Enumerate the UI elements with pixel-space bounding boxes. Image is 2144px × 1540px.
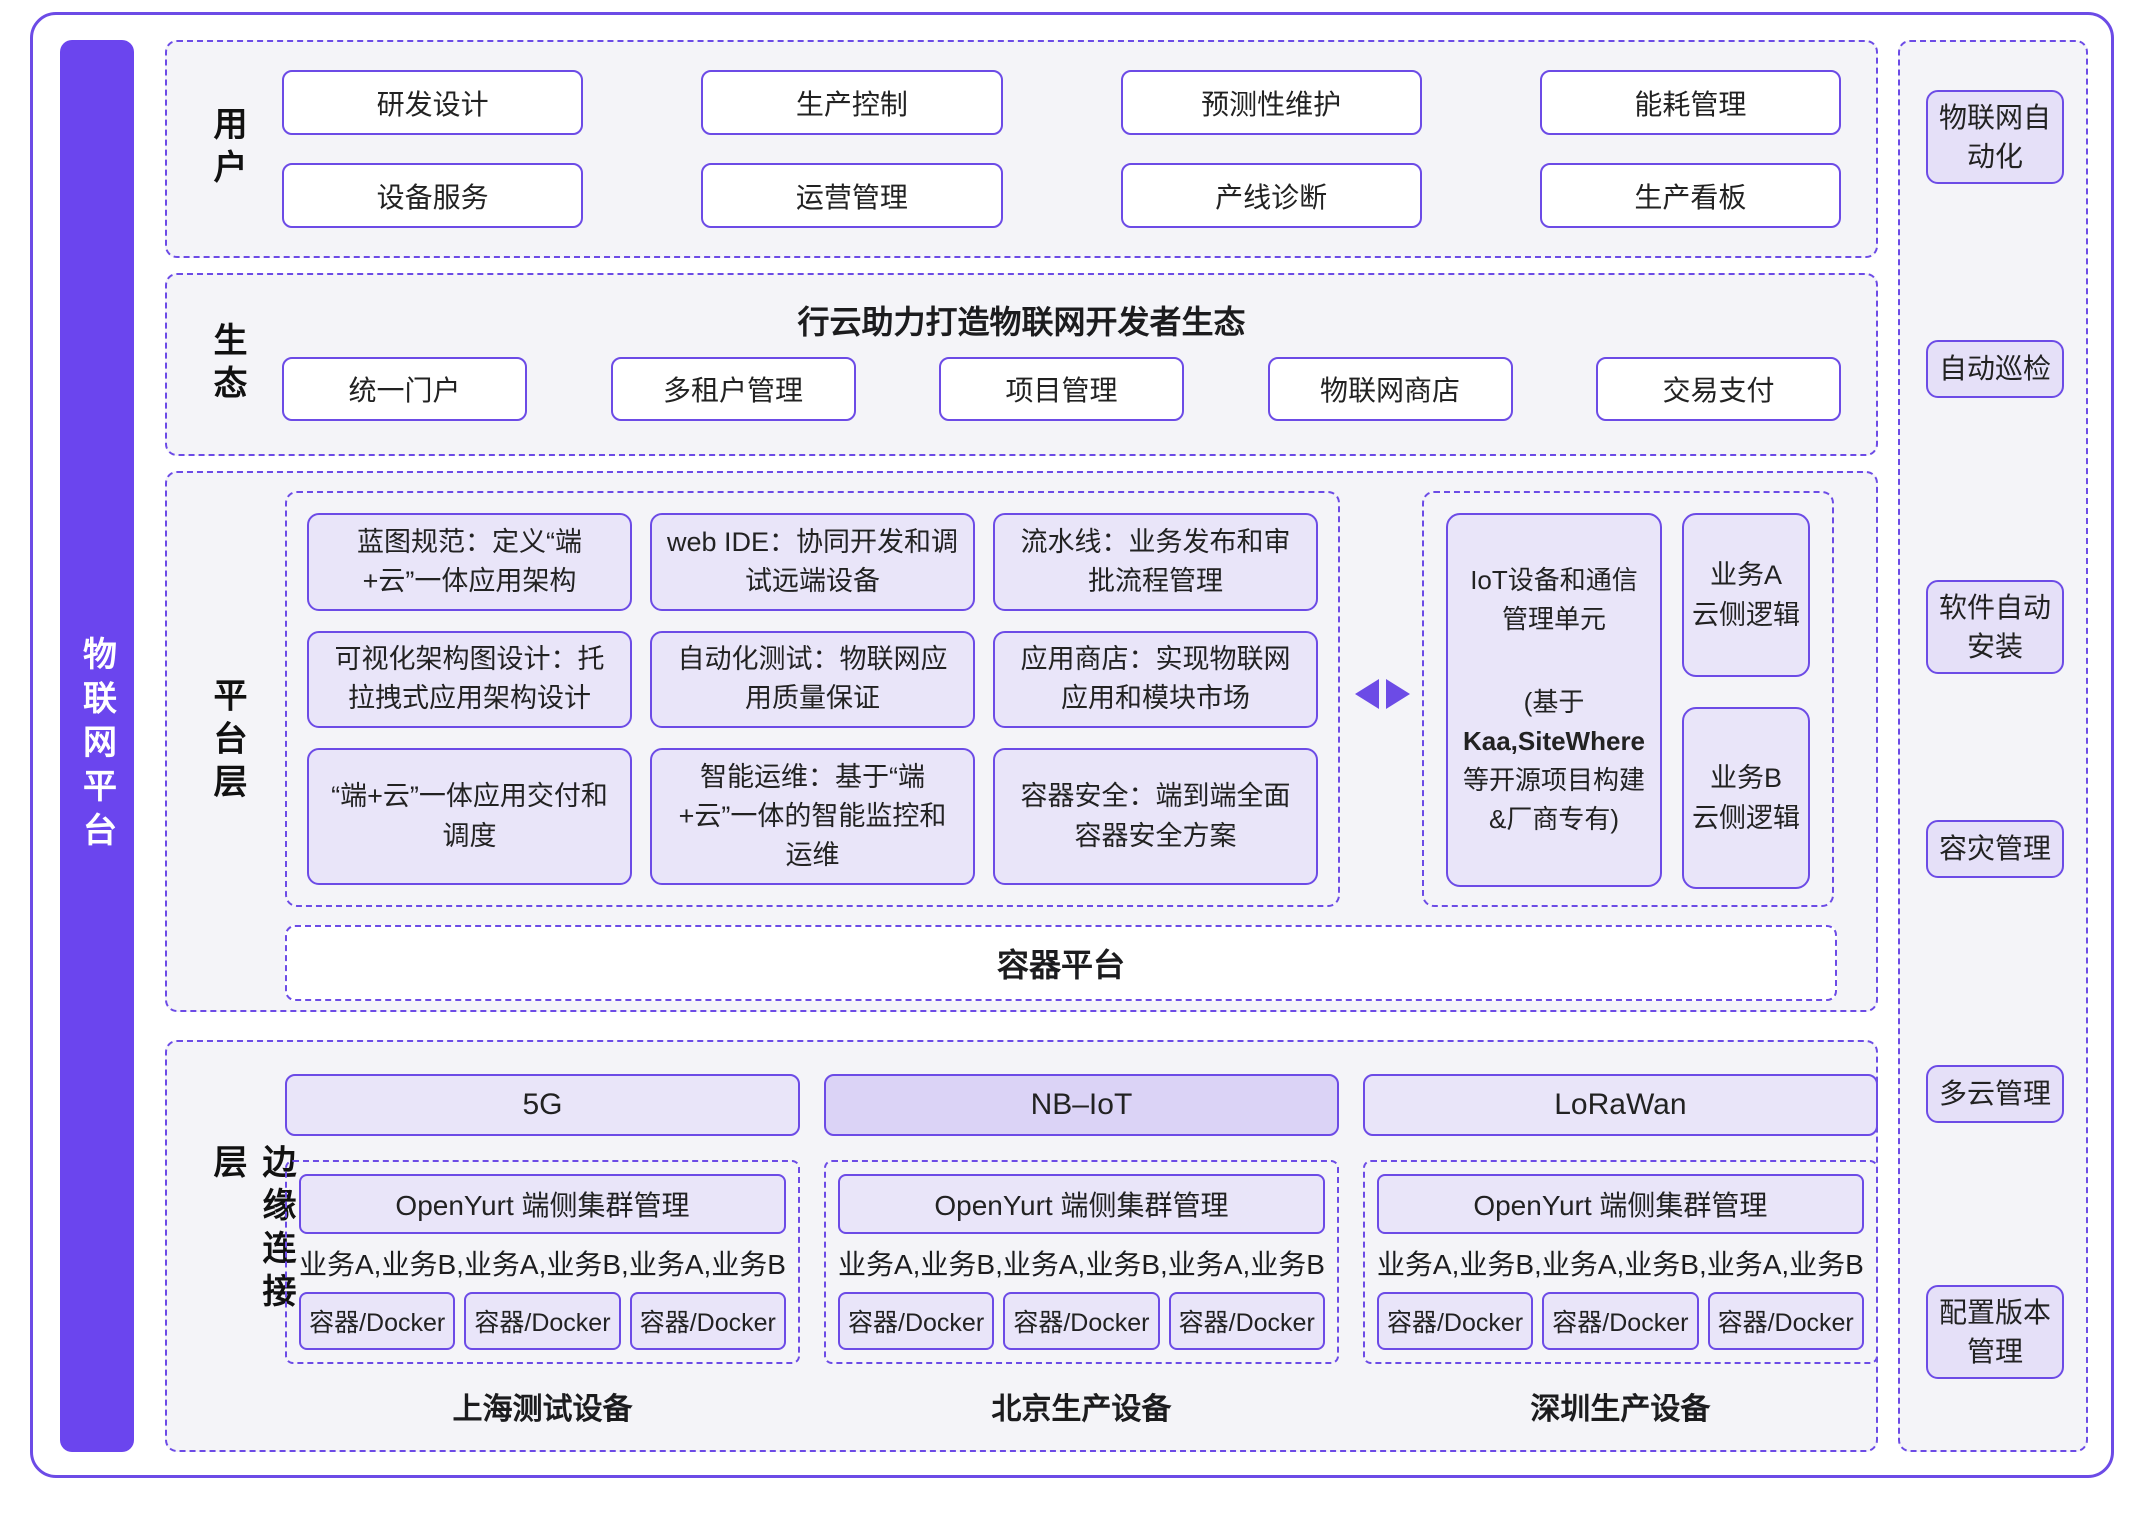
docker-row: 容器/Docker 容器/Docker 容器/Docker bbox=[837, 1292, 1325, 1350]
business-a-desc: 云侧逻辑 bbox=[1692, 600, 1800, 630]
rail-box-multi-cloud: 多云管理 bbox=[1926, 1065, 2064, 1123]
user-box-line-diagnosis: 产线诊断 bbox=[1120, 163, 1422, 228]
iot-unit-sub-line1: (基于 bbox=[1523, 687, 1585, 717]
left-triangle-icon bbox=[1355, 679, 1379, 709]
user-box-predictive-maintenance: 预测性维护 bbox=[1120, 70, 1422, 135]
network-bar-nbiot: NB–IoT bbox=[823, 1074, 1339, 1136]
cluster-box-beijing: OpenYurt 端侧集群管理 业务A,业务B,业务A,业务B,业务A,业务B … bbox=[823, 1160, 1339, 1364]
section-users: 用户 研发设计 生产控制 预测性维护 能耗管理 设备服务 运营管理 产线诊断 生… bbox=[165, 40, 1878, 258]
services-line: 业务A,业务B,业务A,业务B,业务A,业务B bbox=[837, 1249, 1325, 1280]
container-platform-bar: 容器平台 bbox=[285, 925, 1837, 1001]
openyurt-manager-bar: OpenYurt 端侧集群管理 bbox=[1376, 1174, 1864, 1234]
section-ecosystem-label: 生态 bbox=[208, 321, 246, 408]
docker-box: 容器/Docker bbox=[464, 1292, 621, 1350]
section-platform-label: 平台层 bbox=[208, 677, 246, 806]
services-line: 业务A,业务B,业务A,业务B,业务A,业务B bbox=[1376, 1249, 1864, 1280]
capability-intelligent-ops: 智能运维：基于“端+云”一体的智能监控和运维 bbox=[650, 748, 975, 885]
rail-box-auto-inspection: 自动巡检 bbox=[1926, 340, 2064, 398]
eco-box-unified-portal: 统一门户 bbox=[282, 357, 527, 421]
iot-device-comm-unit: IoT设备和通信管理单元 (基于 Kaa,SiteWhere 等开源项目构建 &… bbox=[1446, 513, 1662, 887]
network-bar-lorawan: LoRaWan bbox=[1362, 1074, 1878, 1136]
user-box-device-service: 设备服务 bbox=[282, 163, 584, 228]
iot-unit-sub-line3: &厂商专有) bbox=[1488, 804, 1619, 834]
device-label-shenzhen: 深圳生产设备 bbox=[1530, 1393, 1711, 1426]
rail-box-auto-software-install: 软件自动安装 bbox=[1926, 580, 2064, 674]
user-box-energy-management: 能耗管理 bbox=[1539, 70, 1841, 135]
business-b-desc: 云侧逻辑 bbox=[1692, 803, 1800, 833]
eco-box-trade-payment: 交易支付 bbox=[1596, 357, 1841, 421]
cluster-box-shanghai: OpenYurt 端侧集群管理 业务A,业务B,业务A,业务B,业务A,业务B … bbox=[285, 1160, 800, 1364]
user-box-production-dashboard: 生产看板 bbox=[1539, 163, 1841, 228]
docker-box: 容器/Docker bbox=[629, 1292, 786, 1350]
docker-row: 容器/Docker 容器/Docker 容器/Docker bbox=[1376, 1292, 1864, 1350]
eco-box-iot-store: 物联网商店 bbox=[1267, 357, 1513, 421]
capability-auto-test: 自动化测试：物联网应用质量保证 bbox=[650, 630, 975, 729]
network-bar-5g: 5G bbox=[285, 1074, 800, 1136]
openyurt-manager-bar: OpenYurt 端侧集群管理 bbox=[837, 1174, 1325, 1234]
iot-unit-title: IoT设备和通信管理单元 bbox=[1470, 565, 1638, 634]
right-rail: 物联网自动化 自动巡检 软件自动安装 容灾管理 多云管理 配置版本管理 bbox=[1898, 40, 2088, 1452]
device-label-beijing: 北京生产设备 bbox=[991, 1393, 1172, 1426]
section-users-label: 用户 bbox=[208, 106, 246, 192]
capability-blueprint: 蓝图规范：定义“端+云”一体应用架构 bbox=[307, 513, 632, 611]
platform-capabilities-group: 蓝图规范：定义“端+云”一体应用架构 web IDE：协同开发和调试远端设备 流… bbox=[285, 491, 1340, 907]
user-box-operation-management: 运营管理 bbox=[701, 163, 1003, 228]
docker-box: 容器/Docker bbox=[1003, 1292, 1160, 1350]
outer-frame bbox=[30, 12, 2114, 1478]
docker-box: 容器/Docker bbox=[299, 1292, 456, 1350]
device-label-shanghai: 上海测试设备 bbox=[452, 1393, 633, 1426]
docker-row: 容器/Docker 容器/Docker 容器/Docker bbox=[299, 1292, 786, 1350]
docker-box: 容器/Docker bbox=[1707, 1292, 1864, 1350]
ecosystem-title: 行云助力打造物联网开发者生态 bbox=[797, 304, 1246, 340]
docker-box: 容器/Docker bbox=[1376, 1292, 1534, 1350]
docker-box: 容器/Docker bbox=[1542, 1292, 1699, 1350]
eco-box-multi-tenant: 多租户管理 bbox=[610, 357, 856, 421]
section-edge-label: 边缘连接层 bbox=[208, 1144, 295, 1316]
edge-cluster-shanghai: 5G OpenYurt 端侧集群管理 业务A,业务B,业务A,业务B,业务A,业… bbox=[285, 1074, 800, 1428]
ecosystem-row: 统一门户 多租户管理 项目管理 物联网商店 交易支付 bbox=[282, 357, 1841, 421]
iot-unit-sub-line2: 等开源项目构建 bbox=[1462, 765, 1645, 795]
edge-cluster-shenzhen: LoRaWan OpenYurt 端侧集群管理 业务A,业务B,业务A,业务B,… bbox=[1362, 1074, 1878, 1428]
business-a-cloud-logic: 业务A 云侧逻辑 bbox=[1682, 513, 1810, 677]
cluster-box-shenzhen: OpenYurt 端侧集群管理 业务A,业务B,业务A,业务B,业务A,业务B … bbox=[1362, 1160, 1878, 1364]
users-grid: 研发设计 生产控制 预测性维护 能耗管理 设备服务 运营管理 产线诊断 生产看板 bbox=[282, 70, 1841, 228]
rail-box-iot-automation: 物联网自动化 bbox=[1926, 90, 2064, 184]
user-box-production-control: 生产控制 bbox=[701, 70, 1003, 135]
bidirectional-arrows-icon bbox=[1355, 679, 1410, 709]
user-box-rd-design: 研发设计 bbox=[282, 70, 584, 135]
iot-unit-open-source-names: Kaa,SiteWhere bbox=[1462, 726, 1646, 756]
eco-box-project-management: 项目管理 bbox=[939, 357, 1184, 421]
section-ecosystem: 生态 行云助力打造物联网开发者生态 统一门户 多租户管理 项目管理 物联网商店 … bbox=[165, 273, 1878, 456]
section-platform-layer: 平台层 蓝图规范：定义“端+云”一体应用架构 web IDE：协同开发和调试远端… bbox=[165, 471, 1878, 1012]
rail-box-config-version: 配置版本管理 bbox=[1926, 1285, 2064, 1379]
business-b-cloud-logic: 业务B 云侧逻辑 bbox=[1682, 707, 1810, 889]
capability-pipeline: 流水线：业务发布和审批流程管理 bbox=[993, 513, 1318, 611]
capability-delivery-scheduling: “端+云”一体应用交付和调度 bbox=[307, 748, 632, 885]
capability-visual-architecture: 可视化架构图设计：托拉拽式应用架构设计 bbox=[307, 630, 632, 729]
sidebar-title: 物联网平台 bbox=[77, 636, 116, 856]
docker-box: 容器/Docker bbox=[837, 1292, 995, 1350]
section-edge-layer: 边缘连接层 5G OpenYurt 端侧集群管理 业务A,业务B,业务A,业务B… bbox=[165, 1040, 1878, 1452]
capability-web-ide: web IDE：协同开发和调试远端设备 bbox=[650, 513, 975, 611]
rail-box-disaster-recovery: 容灾管理 bbox=[1926, 820, 2064, 878]
iot-unit-group: IoT设备和通信管理单元 (基于 Kaa,SiteWhere 等开源项目构建 &… bbox=[1422, 491, 1834, 907]
right-triangle-icon bbox=[1386, 679, 1410, 709]
capability-container-security: 容器安全：端到端全面容器安全方案 bbox=[993, 748, 1318, 885]
sidebar-iot-platform: 物联网平台 bbox=[60, 40, 134, 1452]
business-a-name: 业务A bbox=[1709, 559, 1782, 590]
docker-box: 容器/Docker bbox=[1168, 1292, 1325, 1350]
business-b-name: 业务B bbox=[1709, 762, 1782, 793]
capability-app-store: 应用商店：实现物联网应用和模块市场 bbox=[993, 630, 1318, 729]
openyurt-manager-bar: OpenYurt 端侧集群管理 bbox=[299, 1174, 786, 1234]
services-line: 业务A,业务B,业务A,业务B,业务A,业务B bbox=[299, 1249, 786, 1280]
edge-grid: 5G OpenYurt 端侧集群管理 业务A,业务B,业务A,业务B,业务A,业… bbox=[285, 1074, 1878, 1428]
edge-cluster-beijing: NB–IoT OpenYurt 端侧集群管理 业务A,业务B,业务A,业务B,业… bbox=[823, 1074, 1339, 1428]
